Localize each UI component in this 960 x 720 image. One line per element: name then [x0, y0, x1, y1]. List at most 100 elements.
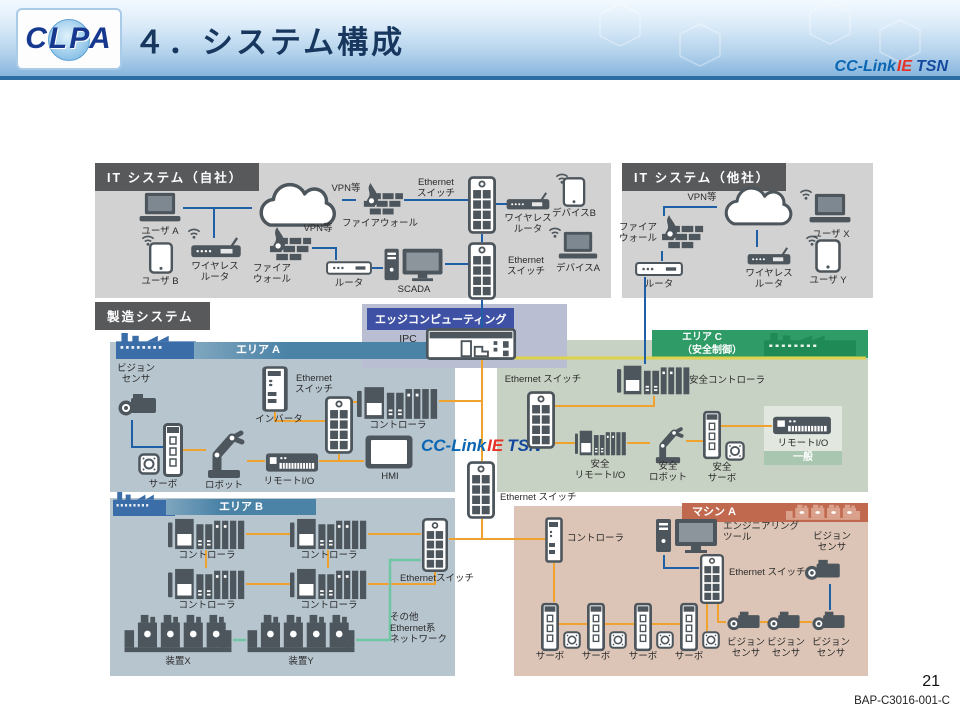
- vision-sensor-label: ビジョン センサ: [116, 363, 155, 386]
- servo-motor-icon: [656, 631, 674, 649]
- ethernet-switch-label: Ethernet スイッチ: [500, 492, 577, 503]
- vision-sensor-label: ビジョン センサ: [766, 637, 805, 660]
- servo-label: サーボ: [581, 651, 611, 662]
- ipc-label: IPC: [399, 333, 417, 345]
- ethernet-switch-label: Ethernet スイッチ: [294, 373, 333, 396]
- manufacturing-title: 製造システム: [95, 302, 210, 330]
- safety-robot-icon: [650, 420, 686, 464]
- controller-label: コントローラ: [300, 600, 358, 611]
- safety-controller-icon: [617, 364, 691, 396]
- laptop-icon: [556, 231, 600, 261]
- device-b-label: デバイスB: [551, 208, 597, 219]
- firewall-label: ファイアウォール: [341, 218, 418, 229]
- vision-sensor-label: ビジョン センサ: [811, 637, 850, 660]
- equipment-x-label: 装置X: [165, 656, 191, 667]
- router-label: ルータ: [644, 279, 674, 290]
- engineering-tool-pc-icon: [655, 515, 719, 555]
- page-number: 21: [922, 673, 940, 690]
- general-badge: 一般: [764, 451, 842, 465]
- vision-sensor-label: ビジョン センサ: [726, 637, 765, 660]
- servo-amplifier-icon: [541, 602, 559, 652]
- ethernet-switch-icon: [527, 391, 555, 449]
- controller-label: コントローラ: [567, 533, 625, 544]
- user-b-label: ユーザ B: [141, 276, 179, 287]
- factory-icon: [116, 333, 196, 359]
- controller-label: コントローラ: [300, 550, 358, 561]
- controller-label: コントローラ: [178, 550, 236, 561]
- servo-label: サーボ: [148, 479, 178, 490]
- ethernet-switch-label: Ethernet スイッチ: [506, 255, 545, 278]
- tablet-icon: [562, 177, 586, 207]
- servo-amplifier-icon: [680, 602, 698, 652]
- ethernet-switch-label: Ethernet スイッチ: [729, 567, 806, 578]
- safety-robot-label: 安全 ロボット: [648, 461, 687, 484]
- header-bar: CLPA ４．システム構成: [0, 0, 960, 80]
- ethernet-switch-icon: [699, 554, 725, 604]
- remote-io-label: リモートI/O: [777, 438, 829, 449]
- ethernet-switch-label: Ethernet スイッチ: [416, 177, 455, 200]
- firewall-icon: [356, 183, 404, 217]
- vision-sensor-icon: [765, 610, 805, 634]
- hexagon-decoration: [599, 4, 921, 67]
- servo-motor-icon: [563, 631, 581, 649]
- wireless-router-label: ワイヤレス ルータ: [745, 268, 793, 291]
- scada-label: SCADA: [397, 284, 431, 295]
- hmi-label: HMI: [381, 471, 399, 482]
- ethernet-switch-label: Ethernetスイッチ: [400, 573, 474, 584]
- clpa-logo-text: CLPA: [25, 22, 113, 55]
- robot-icon: [201, 421, 247, 479]
- remote-io-icon: [772, 414, 832, 436]
- laptop-icon: [807, 193, 853, 225]
- firewall-icon: [654, 215, 704, 251]
- vision-sensor-icon: [117, 392, 161, 420]
- wireless-router-icon: [190, 237, 242, 259]
- inverter-label: インバータ: [255, 414, 303, 425]
- robot-label: ロボット: [204, 480, 243, 491]
- safety-servo-label: 安全 サーボ: [707, 462, 737, 485]
- ethernet-switch-label: Ethernet スイッチ: [504, 374, 582, 385]
- machine-icon: [786, 504, 860, 521]
- equipment-x-icon: [123, 613, 233, 655]
- remote-io-label: リモートI/O: [263, 476, 315, 487]
- cloud-icon: [717, 184, 797, 230]
- servo-motor-icon: [702, 631, 720, 649]
- firewall-label: ファイア ウォール: [252, 263, 291, 286]
- brand-tsn: TSN: [916, 58, 948, 75]
- router-icon: [326, 260, 372, 276]
- controller-icon: [545, 517, 563, 563]
- servo-label: サーボ: [535, 651, 565, 662]
- safety-servo-icon: [703, 409, 721, 461]
- inverter-icon: [262, 366, 288, 412]
- controller-icon: [290, 568, 368, 600]
- brand-ie: IE: [896, 58, 912, 75]
- firewall-label: ファイア ウォール: [618, 222, 657, 245]
- device-a-label: デバイスA: [555, 263, 601, 274]
- servo-amplifier-icon: [634, 602, 652, 652]
- ethernet-switch-icon: [467, 461, 495, 519]
- ethernet-switch-icon: [325, 396, 353, 454]
- laptop-icon: [137, 192, 183, 224]
- factory-icon: [764, 333, 856, 356]
- clpa-logo: CLPA: [16, 8, 122, 70]
- controller-icon: [168, 518, 246, 550]
- remote-io-icon: [265, 450, 319, 474]
- servo-motor-icon: [609, 631, 627, 649]
- controller-icon: [357, 386, 439, 420]
- safety-remote-io-label: 安全 リモートI/O: [574, 459, 626, 482]
- brand-cc-link: CC-Link: [421, 436, 487, 455]
- vision-sensor-icon: [810, 610, 850, 634]
- it-other-title: IT システム（他社）: [622, 163, 787, 191]
- vision-sensor-icon: [725, 610, 765, 634]
- servo-motor-icon: [725, 441, 745, 461]
- router-label: ルータ: [334, 278, 364, 289]
- safety-controller-label: 安全コントローラ: [688, 375, 765, 386]
- hmi-icon: [364, 434, 414, 470]
- area-b-banner: エリア B: [166, 499, 316, 515]
- vpn-label: VPN等: [303, 223, 333, 234]
- wireless-router-label: ワイヤレス ルータ: [191, 261, 239, 284]
- servo-amplifier-icon: [163, 423, 183, 477]
- tablet-icon: [148, 242, 174, 274]
- ethernet-switch-icon: [421, 518, 449, 572]
